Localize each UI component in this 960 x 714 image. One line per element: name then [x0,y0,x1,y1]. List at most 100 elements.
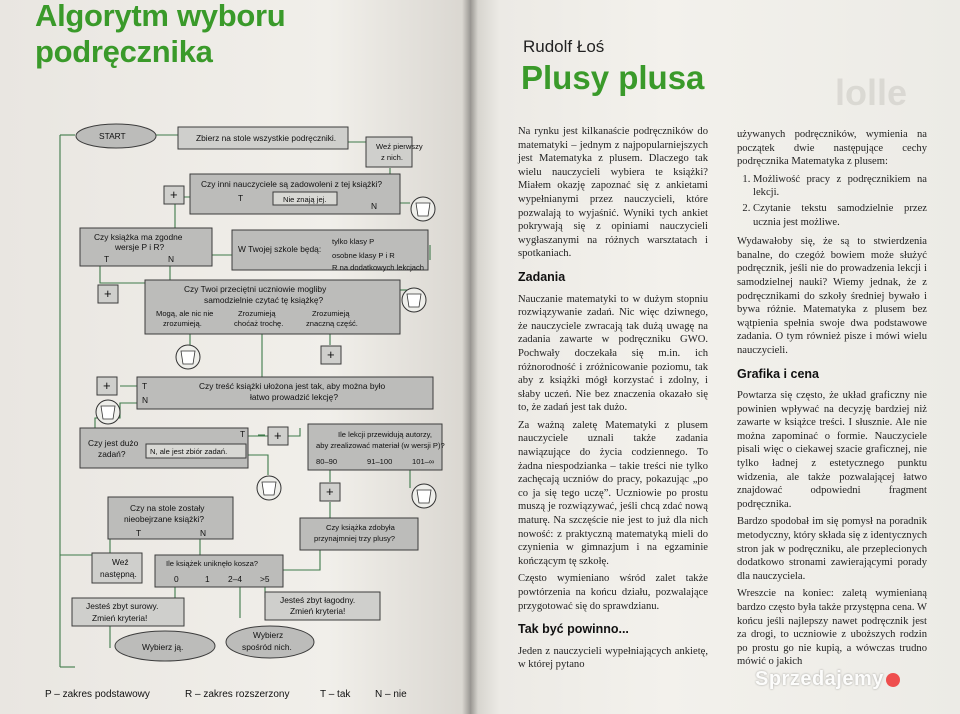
svg-text:Jesteś zbyt surowy.: Jesteś zbyt surowy. [86,601,158,611]
svg-text:Czy na stole zostały: Czy na stole zostały [130,503,205,513]
svg-text:Zrozumieją: Zrozumieją [238,309,276,318]
text-column-1: Na rynku jest kilkanaście podręczników d… [518,125,708,676]
right-page: lolle Rudolf Łoś Plusy plusa Na rynku je… [470,0,960,714]
svg-text:N: N [142,395,148,405]
trash-bin-icon [411,483,437,509]
svg-text:T: T [136,528,141,538]
list-item: Czytanie tekstu samodzielnie przez uczni… [753,202,927,229]
svg-text:N: N [371,201,377,211]
legend-r: R – zakres rozszerzony [185,689,290,700]
svg-text:następną.: następną. [100,569,137,579]
svg-text:T: T [238,193,243,203]
svg-text:N, ale jest zbiór zadań.: N, ale jest zbiór zadań. [150,447,227,456]
svg-text:Jesteś zbyt łagodny.: Jesteś zbyt łagodny. [280,595,355,605]
students-read-node: Czy Twoi przeciętni uczniowie mogliby sa… [144,279,401,335]
paragraph: Wydawałoby się, że są to stwierdzenia ba… [737,236,927,356]
books-survived-node: Ile książek uniknęło kosza? 0 1 2–4 >5 [154,554,284,588]
plus-box-3: + [320,345,342,365]
svg-text:T: T [240,429,245,439]
versions-match-node: Czy książka ma zgodne wersje P i R? T N [79,227,213,267]
selection-flowchart: START Zbierz na stole wszystkie podręczn… [59,123,445,668]
svg-text:Weź: Weź [112,557,129,567]
start-label: START [99,131,126,141]
trash-bin-icon [256,475,282,501]
collect-books-node: Zbierz na stole wszystkie podręczniki. [177,126,349,150]
plus-box-1: + [163,185,185,205]
title-line-2: podręcznika [35,34,213,69]
start-node: START [75,123,157,149]
trash-bin-icon [175,344,201,370]
svg-text:Nie znają jej.: Nie znają jej. [283,195,326,204]
svg-text:+: + [104,286,112,301]
svg-text:R na dodatkowych lekcjach: R na dodatkowych lekcjach [332,263,424,272]
svg-text:osobne klasy P i R: osobne klasy P i R [332,251,395,260]
legend-p: P – zakres podstawowy [45,689,150,700]
title-line-1: Algorytm wyboru [35,0,286,33]
trash-bin-icon [401,287,427,313]
book-gutter [462,0,478,714]
svg-text:znaczną część.: znaczną część. [306,319,358,328]
plus-box-6: + [319,482,341,502]
paragraph: Za ważną zaletę Matematyki z plusem nauc… [518,419,708,567]
svg-text:N: N [168,254,174,264]
svg-text:Mogą, ale nic nie: Mogą, ale nic nie [156,309,213,318]
svg-text:Czy treść książki ułożona jest: Czy treść książki ułożona jest tak, aby … [199,381,386,391]
svg-text:N: N [200,528,206,538]
svg-text:spośród nich.: spośród nich. [242,642,292,652]
svg-text:Zmień kryteria!: Zmień kryteria! [290,606,345,616]
legend-n: N – nie [375,689,407,700]
svg-text:tylko klasy P: tylko klasy P [332,237,374,246]
svg-text:T: T [104,254,109,264]
plus-box-4: + [96,376,118,396]
ghost-through-text: lolle [835,72,908,113]
text-column-2: używanych podręczników, wymienia na pocz… [737,128,927,673]
svg-text:aby zrealizować materiał (w we: aby zrealizować materiał (w wersji P)? [316,441,445,450]
legend-t: T – tak [320,689,351,700]
page-title: Algorytm wyboru podręcznika [35,0,286,70]
svg-text:+: + [170,187,178,202]
svg-text:Czy Twoi przeciętni uczniowie: Czy Twoi przeciętni uczniowie mogliby [184,284,327,294]
svg-text:Weź pierwszy: Weź pierwszy [376,142,423,151]
paragraph: Powtarza się często, że układ graficzny … [737,390,927,510]
svg-text:1: 1 [205,574,210,584]
svg-text:z nich.: z nich. [381,153,403,162]
paragraph: Jeden z nauczycieli wypełniających ankie… [518,645,708,671]
svg-text:Ile lekcji przewidują autorzy,: Ile lekcji przewidują autorzy, [338,430,432,439]
watermark-logo: Sprzedajemy [755,668,900,691]
svg-text:+: + [327,347,335,362]
pick-among-node: Wybierz spośród nich. [225,625,315,659]
plus-box-5: + [267,426,289,446]
paragraph: używanych podręczników, wymienia na pocz… [737,129,927,168]
svg-text:zadań?: zadań? [98,449,126,459]
left-page: Algorytm wyboru podręcznika [0,0,470,714]
svg-text:samodzielnie czytać tę książkę: samodzielnie czytać tę książkę? [204,295,324,305]
trash-bin-icon [410,196,436,222]
too-strict-node: Jesteś zbyt surowy. Zmień kryteria! [71,597,185,627]
section-heading-should: Tak być powinno... [518,622,629,637]
too-lenient-node: Jesteś zbyt łagodny. Zmień kryteria! [264,591,381,621]
feature-list: Możliwość pracy z podręcznikiem na lekcj… [737,173,927,229]
three-plusses-node: Czy książka zdobyła przynajmniej trzy pl… [299,517,419,551]
svg-text:T: T [142,381,147,391]
content-arrangement-node: T N Czy treść książki ułożona jest tak, … [136,376,434,410]
svg-text:+: + [103,378,111,393]
svg-text:80–90: 80–90 [316,457,337,466]
svg-text:0: 0 [174,574,179,584]
svg-text:91–100: 91–100 [367,457,392,466]
svg-text:Wybierz: Wybierz [253,630,283,640]
article-title: Plusy plusa [521,59,705,96]
svg-text:Czy książka zdobyła: Czy książka zdobyła [326,523,396,532]
svg-text:2–4: 2–4 [228,574,242,584]
take-first-node: Weź pierwszy z nich. [365,136,423,168]
svg-text:łatwo prowadzić lekcję?: łatwo prowadzić lekcję? [250,392,338,402]
svg-text:nieobejrzane książki?: nieobejrzane książki? [124,514,204,524]
paragraph: Nauczanie matematyki to w dużym stopniu … [518,293,708,414]
svg-text:Czy jest dużo: Czy jest dużo [88,438,139,448]
svg-text:+: + [326,484,334,499]
watermark-dot-icon [885,672,900,687]
teachers-satisfied-node: Czy inni nauczyciele są zadowoleni z tej… [189,173,401,215]
svg-text:Ile książek uniknęło kosza?: Ile książek uniknęło kosza? [166,559,258,568]
svg-text:przynajmniej trzy plusy?: przynajmniej trzy plusy? [314,534,395,543]
collect-books-text: Zbierz na stole wszystkie podręczniki. [196,133,336,143]
